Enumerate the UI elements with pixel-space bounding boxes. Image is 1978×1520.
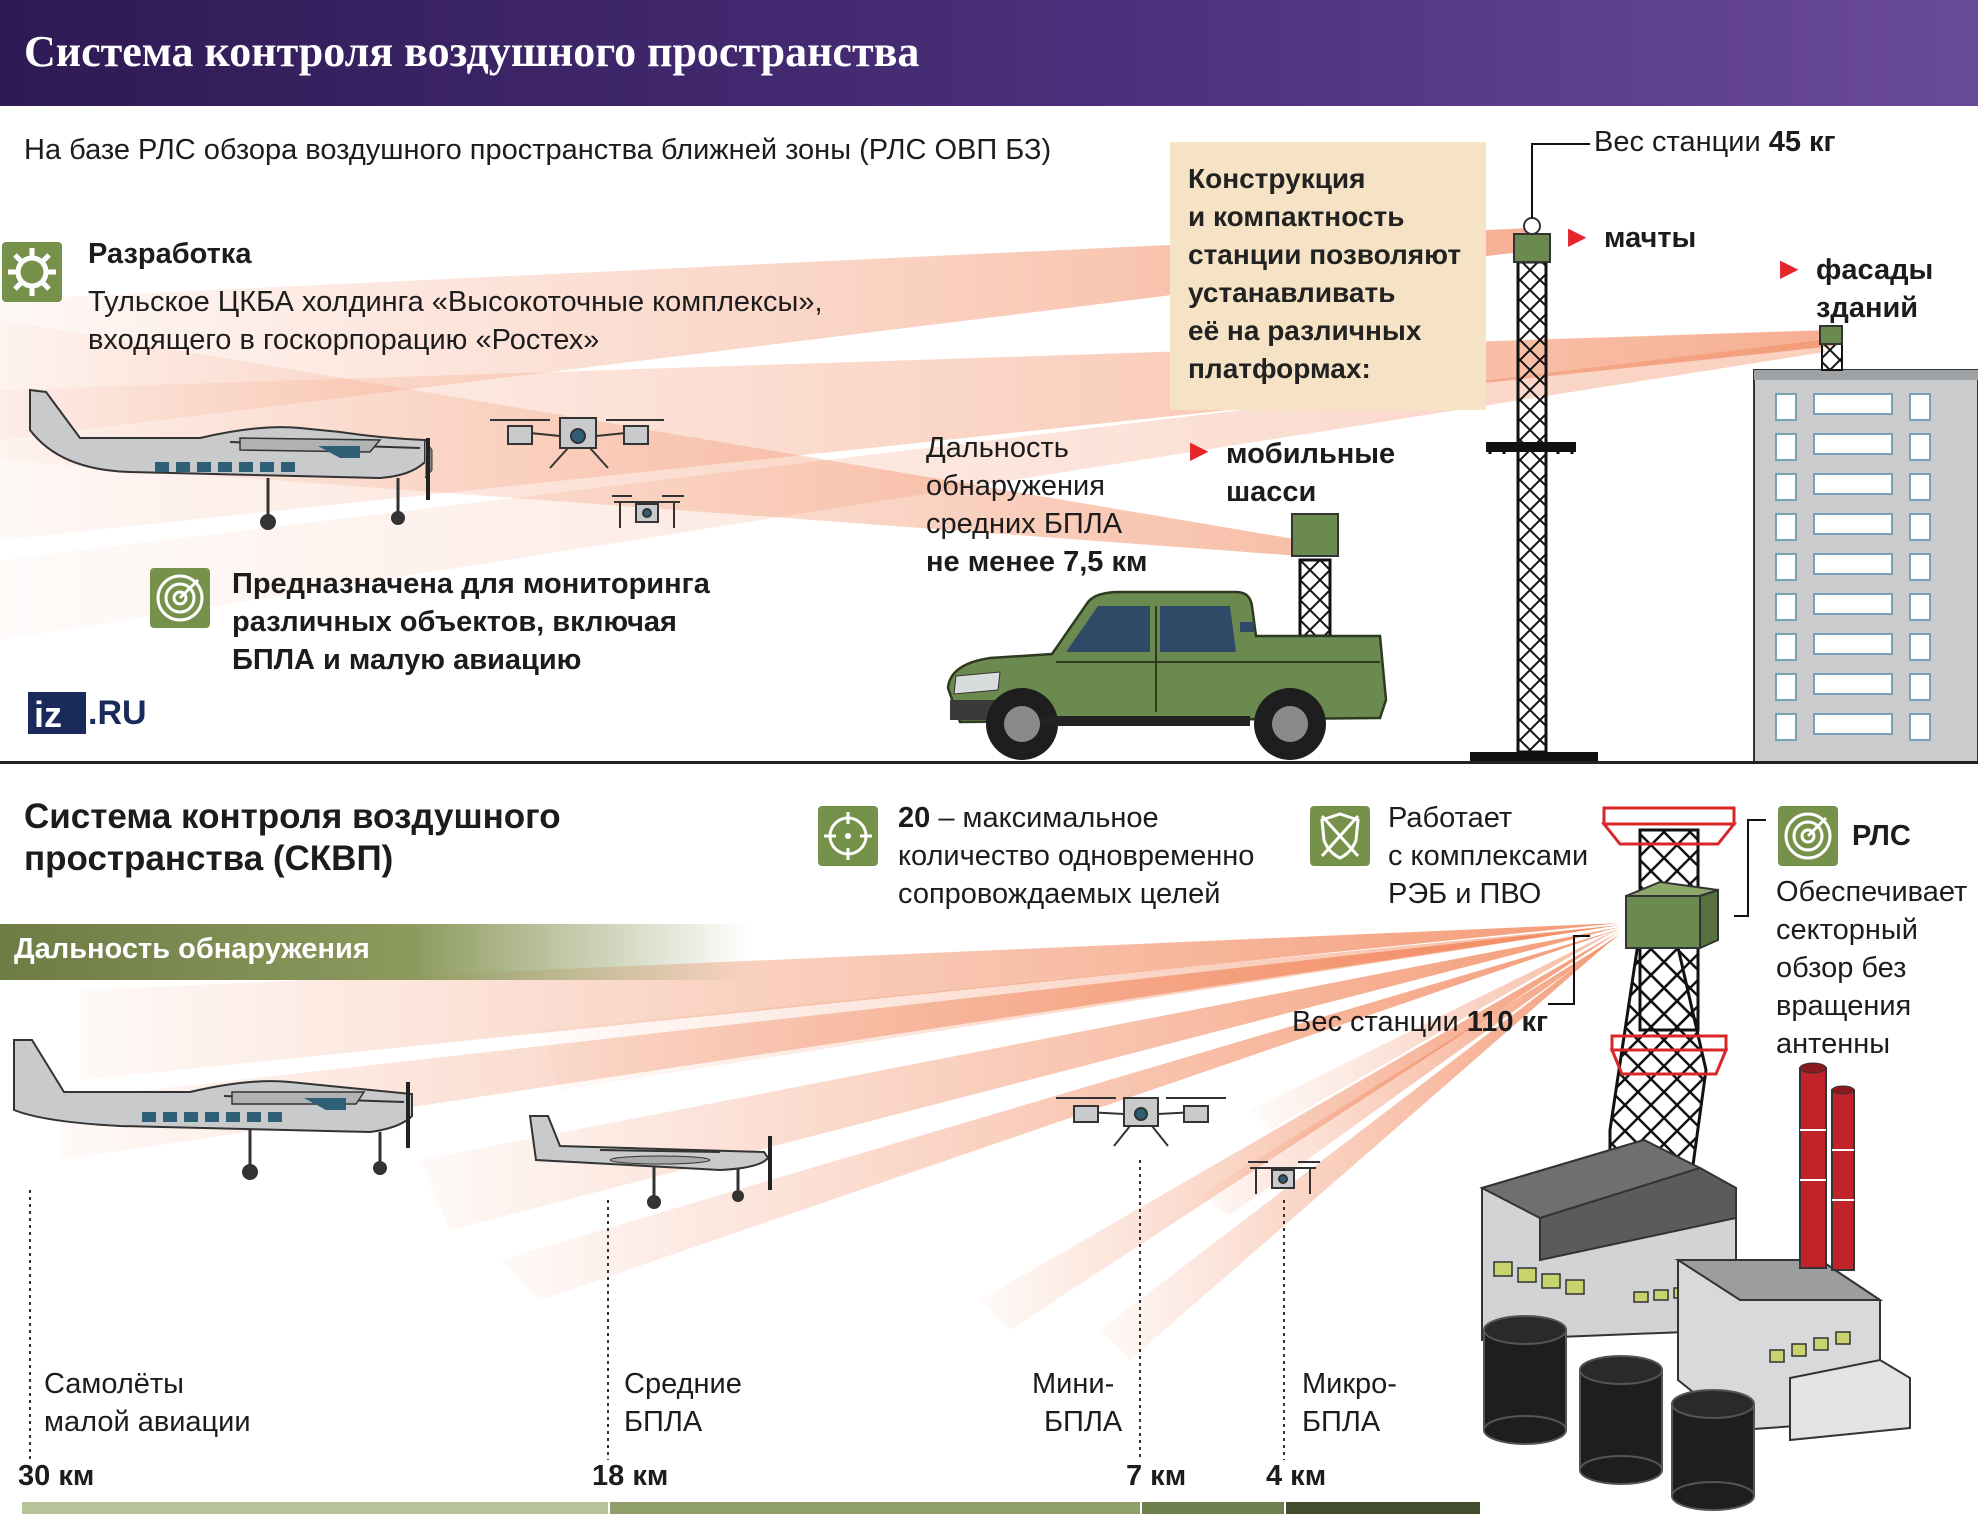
pickup-truck	[946, 513, 1388, 760]
callout-line4: устанавливать	[1188, 277, 1396, 308]
range-markers	[29, 1160, 1285, 1460]
factory	[1479, 1062, 1911, 1511]
drone-top-small	[612, 495, 684, 528]
medium-uav	[528, 1115, 772, 1209]
radar-line3: обзор без	[1776, 952, 1907, 984]
weight-top: Вес станции 45 кг	[1594, 124, 1836, 161]
arrow-marker-icon: ▶	[1190, 437, 1209, 464]
category-micro-line1: Микро-	[1302, 1368, 1397, 1400]
purpose-line2: различных объектов, включая	[232, 606, 677, 638]
platform-facades-2: зданий	[1816, 292, 1919, 324]
category-mini-line2: БПЛА	[1044, 1406, 1123, 1438]
range-note-line2: обнаружения	[926, 470, 1105, 502]
subtitle: На базе РЛС обзора воздушного пространст…	[24, 134, 1052, 166]
gear-icon	[2, 242, 62, 302]
weight-bottom-label: Вес станции	[1292, 1006, 1467, 1038]
platform-masts: мачты	[1604, 222, 1697, 254]
range-note-line1: Дальность	[926, 432, 1069, 464]
category-mini-line1: Мини-	[1032, 1368, 1115, 1400]
callout-line5: её на различных	[1188, 315, 1422, 346]
targets-line3: сопровождаемых целей	[898, 878, 1221, 910]
radar-icon	[1778, 806, 1838, 866]
works-line2: с комплексами	[1388, 840, 1589, 872]
radar-line4: вращения	[1776, 990, 1912, 1022]
category-medium-line1: Средние	[624, 1368, 742, 1400]
airplane-top	[29, 388, 433, 530]
arrow-marker-icon: ▶	[1568, 223, 1587, 250]
callout-line3: станции позволяют	[1188, 239, 1462, 270]
header-banner: Система контроля воздушного пространства	[0, 0, 1978, 106]
page-title: Система контроля воздушного пространства	[24, 27, 920, 76]
development-line1: Тульское ЦКБА холдинга «Высокоточные ком…	[88, 286, 823, 318]
development-title: Разработка	[88, 238, 252, 270]
micro-drone	[1248, 1161, 1320, 1194]
works-line3: РЭБ и ПВО	[1388, 878, 1542, 910]
range-18: 18 км	[592, 1460, 669, 1492]
arrow-marker-icon: ▶	[1780, 255, 1799, 282]
logo-ru: .RU	[88, 694, 147, 732]
bottom-radar-beams	[60, 923, 1620, 1360]
skvp-title-1: Система контроля воздушного	[24, 797, 561, 836]
apartment-building	[1753, 325, 1978, 763]
range-30: 30 км	[18, 1460, 95, 1492]
category-micro-line2: БПЛА	[1302, 1406, 1381, 1438]
development-line2: входящего в госкорпорацию «Ростех»	[88, 324, 600, 356]
platform-mobile-2: шасси	[1226, 476, 1317, 508]
category-aircraft-line2: малой авиации	[44, 1406, 251, 1438]
crosshair-icon	[818, 806, 878, 866]
callout-line6: платформах:	[1188, 353, 1371, 384]
callout-line2: и компактность	[1188, 201, 1405, 232]
section-divider	[0, 761, 1978, 764]
category-medium-line2: БПЛА	[624, 1406, 703, 1438]
mini-drone	[1056, 1097, 1226, 1147]
weight-bottom-value: 110 кг	[1466, 1006, 1549, 1038]
targets-text: – максимальное	[930, 802, 1159, 834]
purpose-line1: Предназначена для мониторинга	[232, 568, 710, 600]
skvp-title-2: пространства (СКВП)	[24, 839, 394, 878]
weight-top-value: 45 кг	[1768, 126, 1836, 158]
category-aircraft-line1: Самолёты	[44, 1368, 185, 1400]
range-4: 4 км	[1266, 1460, 1327, 1492]
weight-top-label: Вес станции	[1594, 126, 1769, 158]
radar-title: РЛС	[1852, 820, 1911, 852]
logo-iz: iz	[34, 694, 63, 735]
range-bar-label: Дальность обнаружения	[14, 933, 370, 965]
platform-mobile-1: мобильные	[1226, 438, 1396, 470]
radar-line5: антенны	[1776, 1028, 1891, 1060]
range-note-line4: не менее 7,5 км	[926, 546, 1148, 578]
range-bar-header: Дальность обнаружения	[0, 924, 750, 980]
range-7: 7 км	[1126, 1460, 1187, 1492]
targets-line1: 20 – максимальное	[898, 800, 1159, 837]
callout-line1: Конструкция	[1188, 163, 1366, 194]
shield-icon	[1310, 806, 1370, 866]
works-line1: Работает	[1388, 802, 1513, 834]
targets-number: 20	[898, 802, 931, 834]
range-scale	[22, 1502, 1480, 1514]
radar-line2: секторный	[1776, 914, 1918, 946]
purpose-line3: БПЛА и малую авиацию	[232, 644, 582, 676]
targets-line2: количество одновременно	[898, 840, 1255, 872]
range-note-line3: средних БПЛА	[926, 508, 1123, 540]
logo-box: iz	[28, 692, 86, 735]
airplane-bottom	[13, 1039, 413, 1180]
radar-icon	[150, 568, 210, 628]
platform-facades-1: фасады	[1816, 254, 1934, 286]
weight-bottom: Вес станции 110 кг	[1292, 1004, 1548, 1041]
platforms-callout: Конструкция и компактность станции позво…	[1170, 142, 1486, 410]
drone-top-large	[490, 417, 664, 469]
radar-line1: Обеспечивает	[1776, 876, 1968, 908]
